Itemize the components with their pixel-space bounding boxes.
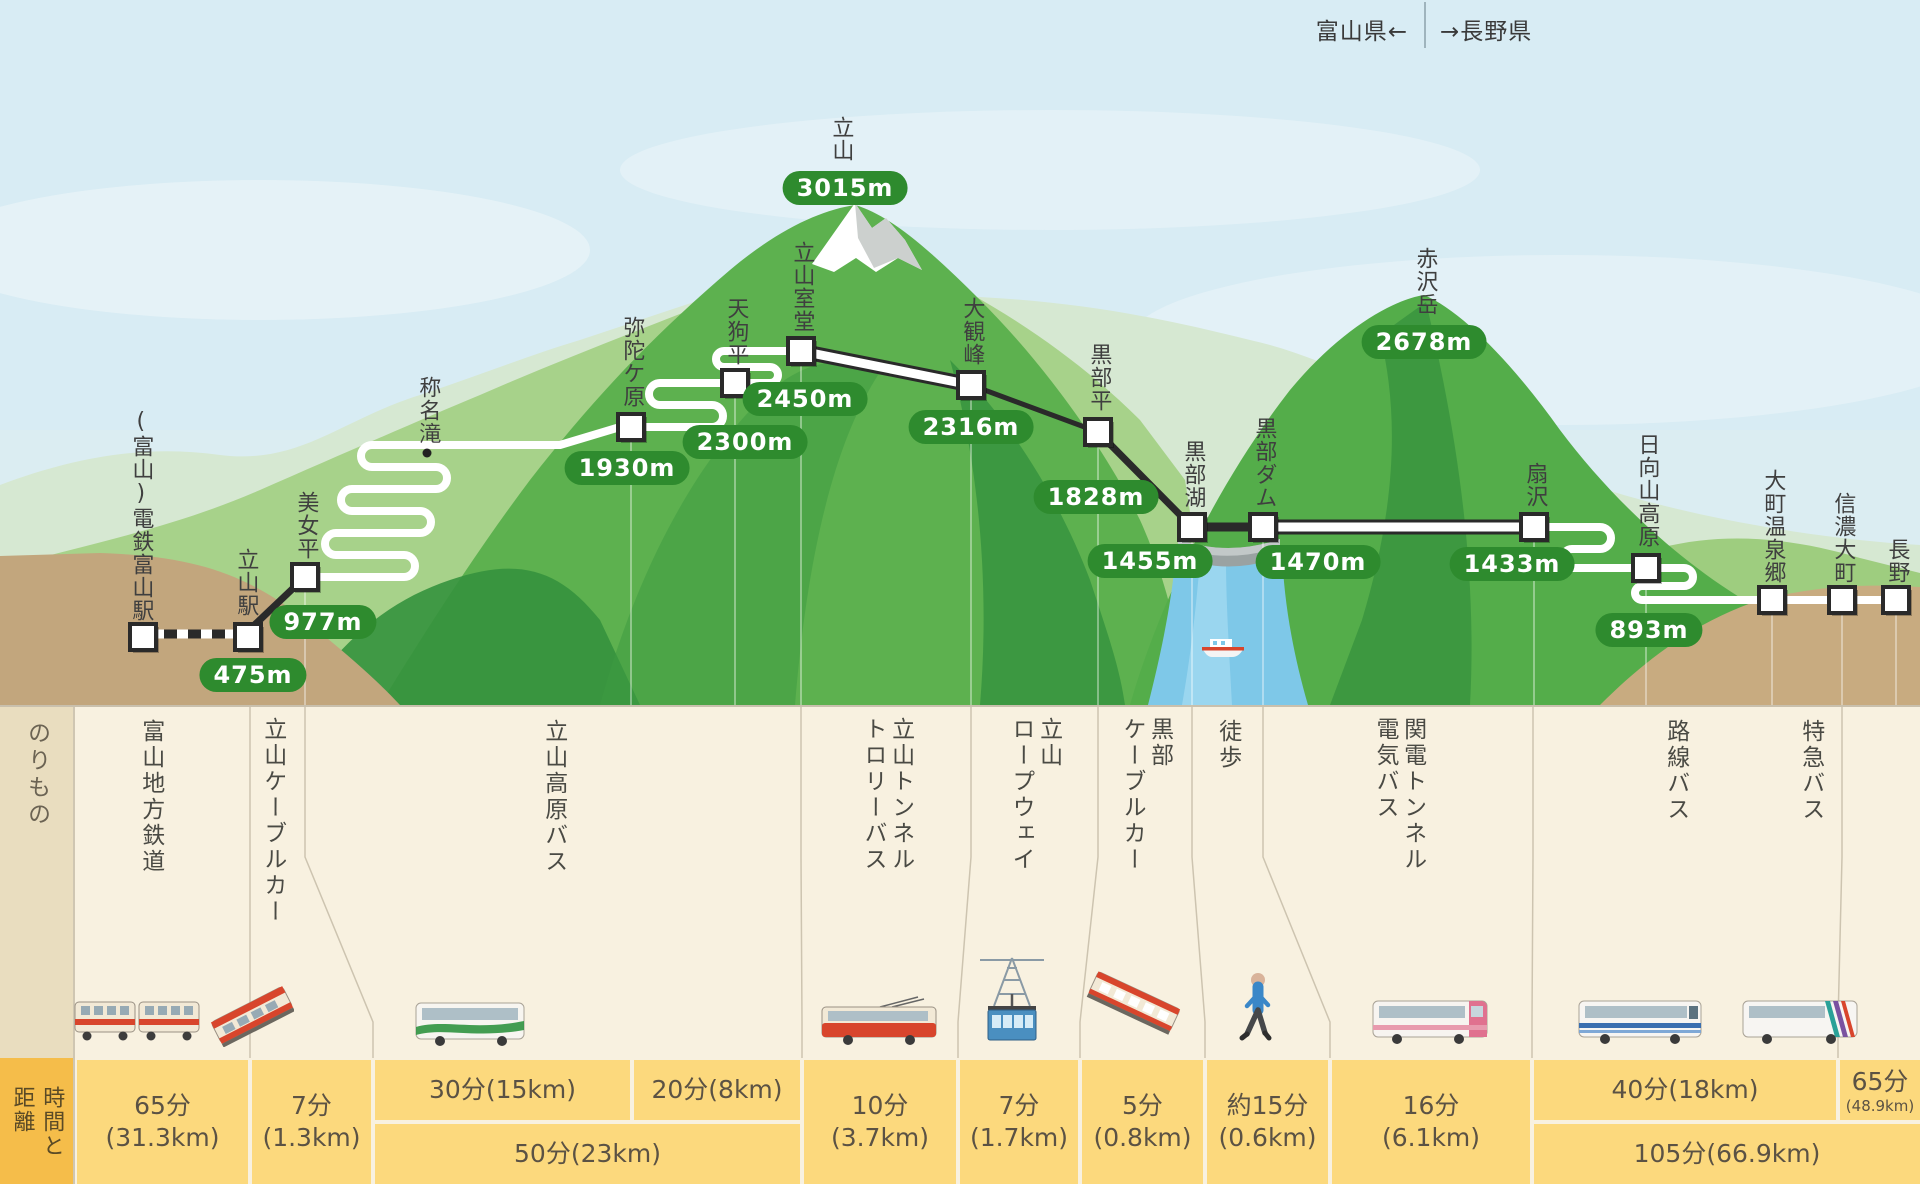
station-marker xyxy=(290,562,320,592)
station-label: 扇沢 xyxy=(1522,462,1548,508)
elevation-badge: 977m xyxy=(269,605,377,639)
station-label: 美女平 xyxy=(293,491,319,560)
route-trolleybus-tunnel xyxy=(799,343,973,393)
station-label: 大町温泉郷 xyxy=(1760,469,1786,584)
time-cell-main: 65分 xyxy=(1851,1066,1909,1096)
elevation-badge: 1455m xyxy=(1087,544,1213,578)
station-label: 黒部ダム xyxy=(1251,417,1277,509)
transport-table: のりもの 時間と 距離 富山地方鉄道 立山ケーブルカー 立山高原バス 立山トンネ… xyxy=(0,705,1920,1184)
prefecture-label-nagano: →長野県 xyxy=(1440,19,1533,45)
peak-label: 立山 xyxy=(828,116,854,162)
time-cell: 10分 (3.7km) xyxy=(804,1060,956,1184)
time-cell: 65分 (48.9km) xyxy=(1840,1060,1920,1120)
cable-car-icon xyxy=(1084,967,1182,1045)
station-label: (富山)電鉄富山駅 xyxy=(128,409,154,622)
train-icon xyxy=(73,992,203,1048)
time-cell: 50分(23km) xyxy=(375,1124,800,1184)
mode-label: 立山 ロープウェイ xyxy=(1008,717,1062,873)
route-ropeway xyxy=(970,382,1099,435)
elevation-badge: 2678m xyxy=(1361,325,1487,359)
elevation-badge: 1930m xyxy=(564,451,690,485)
station-label: 立山駅 xyxy=(233,548,259,617)
station-marker xyxy=(1881,585,1911,615)
mode-label: 立山ケーブルカー xyxy=(259,717,286,925)
elevation-badge: 2450m xyxy=(742,382,868,416)
station-label: 長野 xyxy=(1884,538,1910,584)
mode-label: 富山地方鉄道 xyxy=(137,719,164,875)
ground-right xyxy=(1600,585,1920,705)
station-marker xyxy=(1631,553,1661,583)
time-cell: 20分(8km) xyxy=(634,1060,800,1120)
elevation-badge: 1828m xyxy=(1033,480,1159,514)
column-separators xyxy=(249,707,1843,1058)
station-marker xyxy=(233,622,263,652)
mode-label: 関電トンネル 電気バス xyxy=(1372,717,1426,873)
route-cablecar-2 xyxy=(1095,429,1195,530)
boat-icon xyxy=(1202,639,1244,657)
station-label: 大観峰 xyxy=(959,297,985,366)
prefecture-divider xyxy=(1424,2,1426,48)
time-distance-label: 時間と 距離 xyxy=(9,1086,65,1158)
norimono-label: のりもの xyxy=(23,721,50,829)
mode-label: 黒部 ケーブルカー xyxy=(1119,717,1173,873)
station-label: 信濃大町 xyxy=(1830,492,1856,584)
station-marker xyxy=(1519,512,1549,542)
mode-label: 立山高原バス xyxy=(540,719,567,875)
route-bus-icon xyxy=(1577,997,1703,1049)
station-markers xyxy=(128,336,1912,653)
elevation-badge: 3015m xyxy=(782,171,908,205)
row-header-time-distance: 時間と 距離 xyxy=(0,1058,75,1184)
time-cell: 16分 (6.1km) xyxy=(1332,1060,1530,1184)
elevation-badge: 2300m xyxy=(682,425,808,459)
trolleybus-icon xyxy=(820,995,940,1051)
electric-bus-icon xyxy=(1371,997,1489,1049)
time-cell: 30分(15km) xyxy=(375,1060,630,1120)
time-cell: 40分(18km) xyxy=(1534,1060,1836,1120)
station-label: 天狗平 xyxy=(723,297,749,366)
elevation-badge: 893m xyxy=(1595,613,1703,647)
peak-label: 赤沢岳 xyxy=(1412,247,1438,316)
station-label: 立山室堂 xyxy=(789,241,815,333)
time-cell: 約15分 (0.6km) xyxy=(1207,1060,1328,1184)
route-map: 富山県← →長野県 立山 赤沢岳 (富山)電鉄富山駅 立山駅 美女平 称名滝 弥… xyxy=(0,0,1920,705)
station-marker xyxy=(1827,585,1857,615)
time-cell: 105分(66.9km) xyxy=(1534,1124,1920,1184)
station-marker xyxy=(956,370,986,400)
mode-label: 路線バス xyxy=(1662,719,1689,823)
waterfall-label: 称名滝 xyxy=(415,376,441,445)
station-marker xyxy=(1083,417,1113,447)
station-label: 黒部平 xyxy=(1086,343,1112,412)
elevation-badge: 2316m xyxy=(908,410,1034,444)
time-cell-sub: (48.9km) xyxy=(1845,1097,1915,1116)
time-cell: 65分 (31.3km) xyxy=(77,1060,248,1184)
station-marker xyxy=(616,412,646,442)
station-label: 日向山高原 xyxy=(1634,433,1660,548)
prefecture-label-toyama: 富山県← xyxy=(1315,19,1408,45)
time-cell: 7分 (1.3km) xyxy=(252,1060,371,1184)
mode-label: 徒歩 xyxy=(1214,719,1241,771)
river xyxy=(1148,552,1308,705)
station-marker xyxy=(128,622,158,652)
elevation-badge: 1470m xyxy=(1255,545,1381,579)
station-label: 黒部湖 xyxy=(1180,440,1206,509)
station-label: 弥陀ケ原 xyxy=(619,316,645,408)
walk-icon xyxy=(1238,970,1278,1050)
mode-label: 特急バス xyxy=(1797,719,1824,823)
time-cell: 7分 (1.7km) xyxy=(960,1060,1078,1184)
cable-car-icon xyxy=(210,977,295,1051)
station-marker xyxy=(1757,585,1787,615)
ropeway-icon xyxy=(976,950,1048,1050)
time-cell: 5分 (0.8km) xyxy=(1082,1060,1203,1184)
highland-bus-icon xyxy=(414,999,526,1051)
station-marker xyxy=(786,336,816,366)
row-header-norimono: のりもの xyxy=(0,707,75,1058)
express-bus-icon xyxy=(1741,995,1859,1049)
elevation-badge: 475m xyxy=(199,658,307,692)
station-marker xyxy=(1177,512,1207,542)
elevation-badge: 1433m xyxy=(1449,547,1575,581)
mode-label: 立山トンネル トロリーバス xyxy=(860,717,914,873)
waterfall-dot xyxy=(422,448,432,458)
station-marker xyxy=(1248,512,1278,542)
